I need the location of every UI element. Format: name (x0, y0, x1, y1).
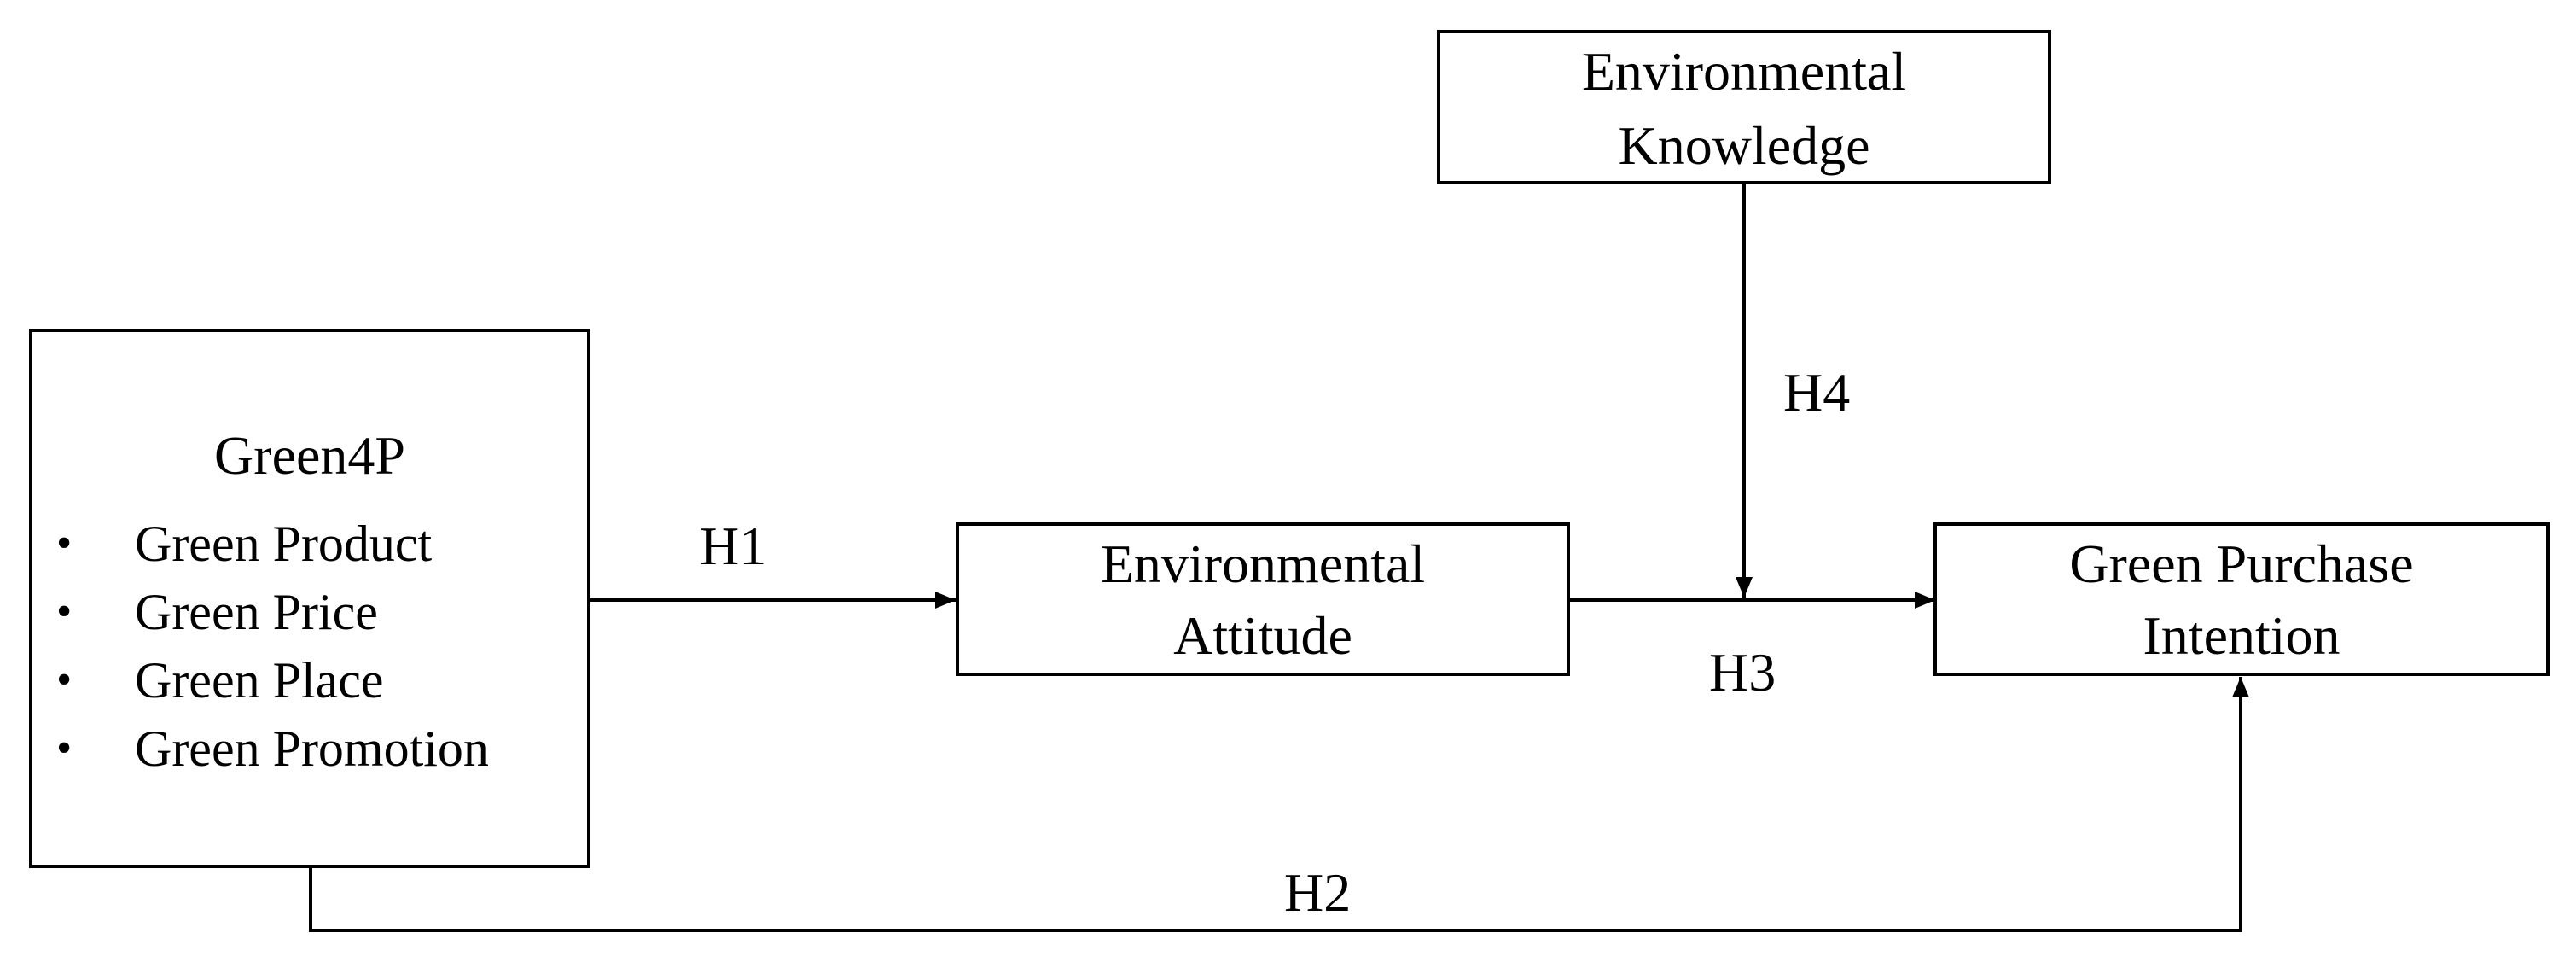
node-environmental-knowledge-line2: Knowledge (1618, 115, 1870, 176)
green4p-item-price: Green Price (135, 584, 378, 640)
green4p-item-product: Green Product (135, 516, 433, 572)
bullet-icon: • (56, 587, 73, 636)
node-environmental-knowledge-line1: Environmental (1581, 41, 1907, 102)
edge-h2-label: H2 (1284, 862, 1352, 923)
node-green-purchase-intention-line2: Intention (2143, 605, 2340, 666)
node-green-purchase-intention: Green Purchase Intention (1933, 522, 2550, 676)
bullet-icon: • (56, 724, 73, 773)
edge-h1-label: H1 (700, 516, 767, 576)
green4p-item-place: Green Place (135, 652, 384, 708)
node-environmental-attitude: Environmental Attitude (956, 522, 1570, 676)
green4p-item-promotion: Green Promotion (135, 720, 489, 777)
edge-h3-label: H3 (1709, 642, 1776, 703)
node-environmental-attitude-line1: Environmental (1100, 533, 1426, 594)
node-environmental-attitude-line2: Attitude (1173, 605, 1352, 666)
edge-h4-label: H4 (1783, 362, 1851, 423)
edge-h2-arrow (309, 677, 2249, 932)
bullet-icon: • (56, 519, 73, 568)
node-green4p-title: Green4P (214, 425, 405, 486)
bullet-icon: • (56, 656, 73, 704)
node-green-purchase-intention-line1: Green Purchase (2069, 533, 2414, 594)
node-environmental-knowledge: Environmental Knowledge (1437, 30, 2051, 184)
node-green4p: Green4P • Green Product • Green Price • … (29, 329, 590, 868)
